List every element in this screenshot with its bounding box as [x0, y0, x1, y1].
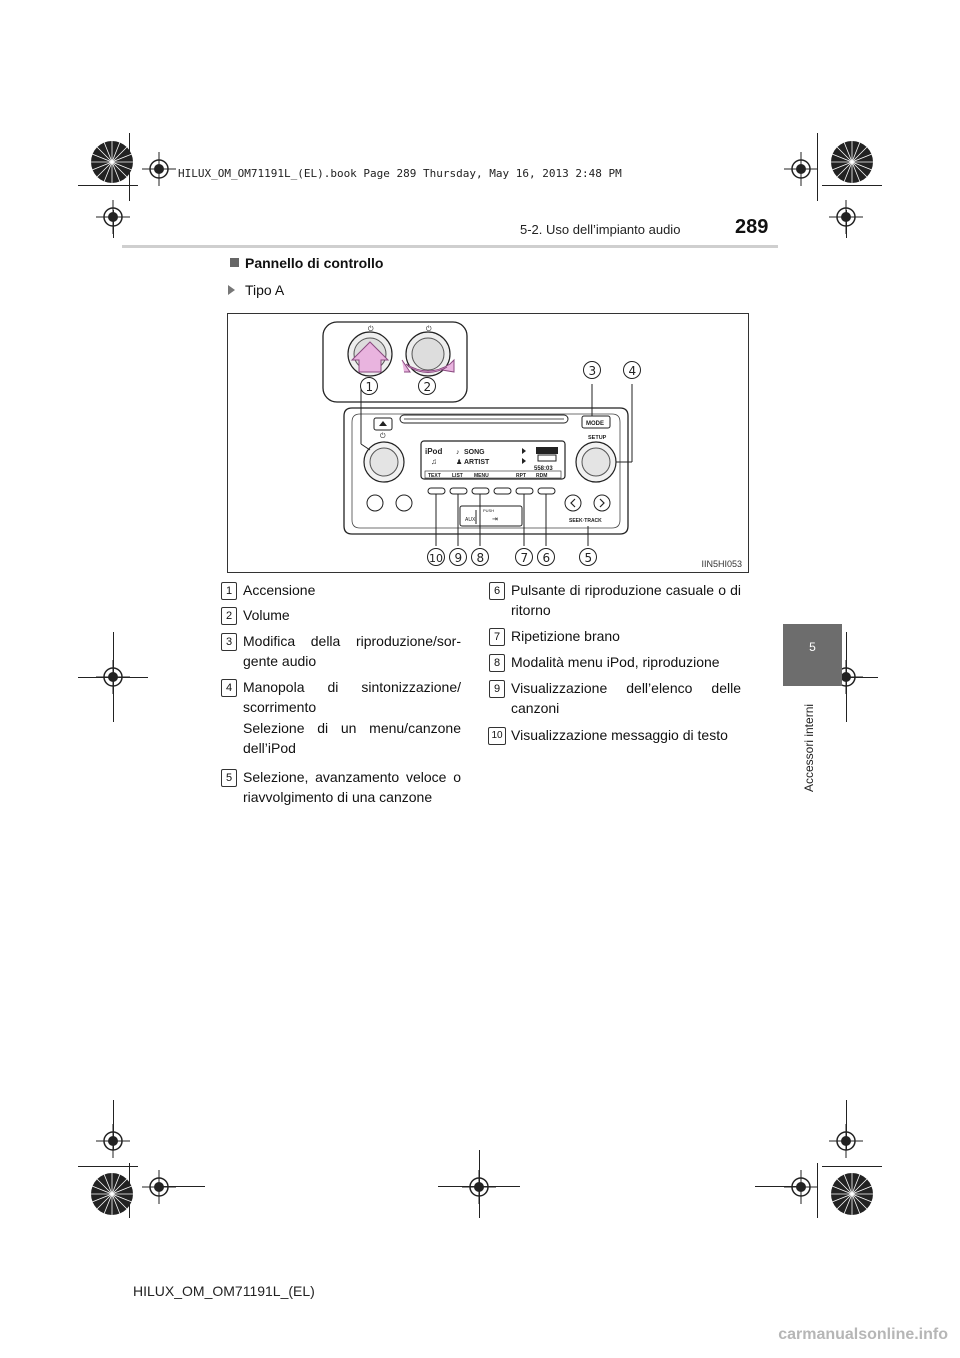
item-number: 5 — [221, 769, 237, 787]
section-title: 5-2. Uso dell’impianto audio — [520, 222, 681, 237]
display-song: SONG — [464, 449, 485, 456]
softkey-rdm: RDM — [536, 473, 547, 479]
list-item-continuation: Selezione di un menu/canzone dell’iPod — [243, 720, 461, 756]
svg-text:6: 6 — [543, 551, 551, 565]
list-item: Accensione — [243, 582, 316, 598]
registration-target-icon — [96, 1124, 130, 1158]
chapter-label-text: Accessori interni — [802, 703, 816, 792]
registration-target-icon — [829, 1124, 863, 1158]
svg-text:⏻: ⏻ — [380, 432, 386, 440]
audio-panel-illustration: ⏻ ⏻ MODE SETUP ⏻ iPod ♪ SONG ♟ ARTIST ♫ — [322, 321, 641, 566]
softkey-text: TEXT — [428, 473, 441, 479]
svg-text:♫: ♫ — [431, 457, 437, 466]
chapter-label: Accessori interni — [802, 692, 818, 792]
svg-text:10: 10 — [429, 552, 443, 565]
svg-text:2: 2 — [424, 380, 432, 394]
item-number: 3 — [221, 633, 237, 651]
registration-sunburst-icon — [830, 1172, 874, 1216]
aux-label: AUX — [465, 517, 476, 523]
registration-sunburst-icon — [830, 140, 874, 184]
section-heading: Pannello di controllo — [230, 255, 383, 271]
svg-text:5: 5 — [585, 551, 593, 565]
softkey-rpt: RPT — [516, 473, 526, 479]
item-number: 1 — [221, 582, 237, 600]
registration-target-icon — [96, 200, 130, 234]
list-item: Ripetizione brano — [511, 628, 620, 644]
display-ipod: iPod — [425, 447, 442, 456]
list-item: Selezione, avanzamento veloce o riavvolg… — [243, 769, 461, 805]
item-number: 10 — [488, 727, 506, 745]
svg-text:7: 7 — [521, 551, 529, 565]
registration-target-icon — [829, 200, 863, 234]
subheading-text: Tipo A — [245, 282, 285, 298]
audio-panel-figure: ⏻ ⏻ MODE SETUP ⏻ iPod ♪ SONG ♟ ARTIST ♫ — [227, 313, 749, 573]
square-bullet-icon — [230, 258, 239, 267]
svg-text:8: 8 — [477, 551, 485, 565]
chapter-tab — [783, 624, 842, 686]
chapter-number: 5 — [809, 640, 816, 654]
registration-target-icon — [829, 660, 863, 694]
display-time: 558:03 — [534, 466, 553, 472]
list-item: Modalità menu iPod, riproduzione — [511, 654, 720, 670]
list-item: Volume — [243, 607, 290, 623]
list-item: Visualizzazione messaggio di testo — [511, 727, 728, 743]
item-number: 4 — [221, 679, 237, 697]
display-artist: ARTIST — [464, 459, 490, 466]
subheading: Tipo A — [228, 282, 284, 298]
softkey-list: LIST — [452, 473, 463, 479]
list-item: Visualizzazione dell’elenco delle canzon… — [511, 680, 741, 716]
registration-target-icon — [784, 152, 818, 186]
mode-label: MODE — [586, 421, 604, 427]
item-number: 8 — [489, 654, 505, 672]
watermark: carmanualsonline.info — [778, 1326, 948, 1343]
header-rule — [122, 245, 778, 248]
registration-sunburst-icon — [90, 140, 134, 184]
triangle-bullet-icon — [228, 285, 235, 295]
svg-text:4: 4 — [629, 364, 637, 378]
list-item: Pulsante di riproduzione casuale o di ri… — [511, 582, 741, 618]
page-number: 289 — [735, 216, 769, 238]
section-heading-text: Pannello di controllo — [245, 255, 384, 271]
figure-code: IIN5HI053 — [701, 559, 742, 569]
setup-label: SETUP — [588, 435, 607, 441]
model-code: HILUX_OM_OM71191L_(EL) — [133, 1283, 315, 1299]
item-number: 2 — [221, 607, 237, 625]
svg-text:3: 3 — [589, 364, 597, 378]
svg-text:⇥: ⇥ — [492, 516, 498, 523]
registration-target-icon — [142, 1170, 176, 1204]
registration-target-icon — [96, 660, 130, 694]
list-item: Manopola di sintonizzazione/ scorrimento — [243, 679, 461, 715]
file-info: HILUX_OM_OM71191L_(EL).book Page 289 Thu… — [178, 167, 622, 180]
svg-text:9: 9 — [455, 551, 463, 565]
seek-track-label: SEEK·TRACK — [569, 518, 602, 524]
svg-text:⏻: ⏻ — [426, 325, 432, 333]
svg-text:1: 1 — [366, 380, 374, 394]
registration-target-icon — [462, 1170, 496, 1204]
registration-sunburst-icon — [90, 1172, 134, 1216]
push-label: PUSH — [483, 508, 494, 513]
item-number: 9 — [489, 680, 505, 698]
list-item: Modifica della riproduzione/sor-gente au… — [243, 633, 461, 669]
item-number: 6 — [489, 582, 505, 600]
svg-text:⏻: ⏻ — [368, 325, 374, 333]
svg-text:♪: ♪ — [456, 449, 460, 456]
registration-target-icon — [142, 152, 176, 186]
softkey-menu: MENU — [474, 473, 489, 479]
svg-text:♟: ♟ — [456, 458, 462, 466]
registration-target-icon — [784, 1170, 818, 1204]
item-number: 7 — [489, 628, 505, 646]
